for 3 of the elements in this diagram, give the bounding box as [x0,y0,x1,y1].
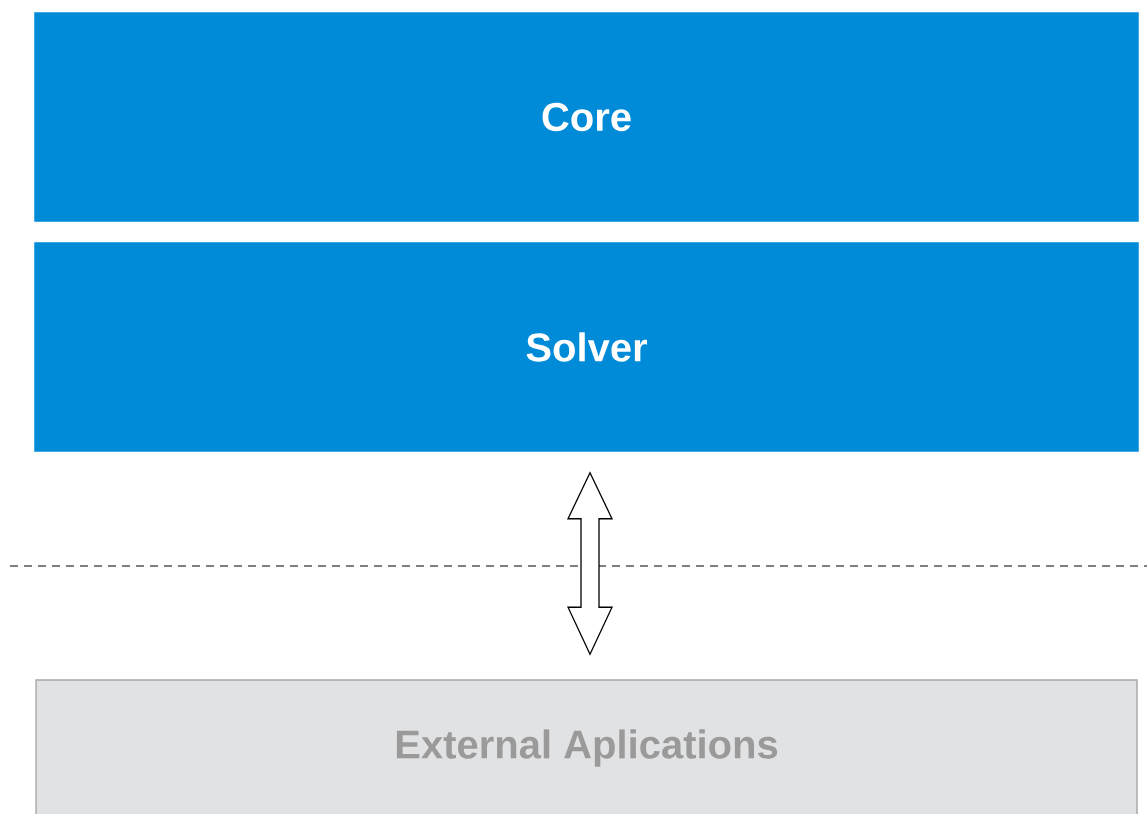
layer-box: Core [34,12,1139,222]
layer-box: Solver [34,242,1139,452]
layer-box: External Aplications [35,679,1138,814]
